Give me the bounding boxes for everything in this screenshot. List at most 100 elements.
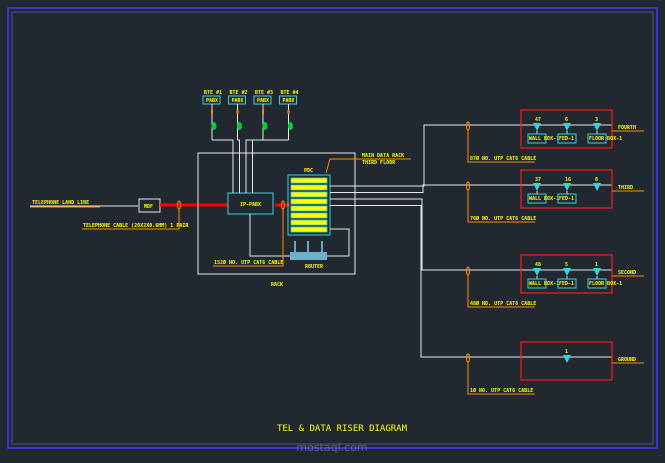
pdc-label: PDC xyxy=(304,168,313,174)
outlet-count: 37 xyxy=(535,177,541,183)
rack-cable-label: 152Ø NO. UTP CAT6 CABLE xyxy=(214,259,283,266)
data-cable xyxy=(330,198,612,271)
patch-panel xyxy=(290,191,328,198)
floor-box-outline xyxy=(520,109,613,149)
router-icon xyxy=(290,252,327,260)
floor-cable-label: 76Ø NO. UTP CAT6 CABLE xyxy=(470,215,536,222)
outlet-icon xyxy=(533,183,541,191)
floor-cable-leader xyxy=(467,362,535,395)
floor-box-outline xyxy=(520,341,613,381)
land-line-label: TELEPHONE LAND LINE xyxy=(32,200,89,206)
outlet-box-label: FLOOR BOX-1 xyxy=(589,281,622,287)
outlet-box-label: WALL BOX-1 xyxy=(529,196,559,202)
floor-cable-leader xyxy=(467,275,535,308)
pabx-node-icon xyxy=(211,122,217,130)
station-label: BTE #2 xyxy=(230,90,248,96)
outlet-icon xyxy=(563,268,571,276)
outlet-box-label: WALL BOX-1 xyxy=(529,136,559,142)
rack-floor-label: THIRD FLOOR xyxy=(362,160,396,166)
station-cable xyxy=(212,139,234,193)
floor-box-outline xyxy=(520,254,613,294)
outlet-icon xyxy=(593,183,601,191)
station-cable xyxy=(252,139,289,193)
outlet-icon xyxy=(563,123,571,131)
outlet-count: 3 xyxy=(595,117,598,123)
pabx-node-icon xyxy=(288,122,293,130)
outlet-box-label: FLOOR BOX-1 xyxy=(589,136,622,142)
rack: RACK IP-PABX PDC ROUTER 152Ø NO. UTP CAT… xyxy=(197,152,411,288)
rack-cable-leader xyxy=(213,209,284,267)
rack-label: RACK xyxy=(271,282,283,288)
pabx-box-label: PABX xyxy=(257,98,269,104)
router-label: ROUTER xyxy=(305,264,324,270)
station-cable xyxy=(237,139,240,193)
floor-cable-leader xyxy=(467,130,535,163)
outlet-box xyxy=(527,133,547,144)
patch-panel xyxy=(290,212,328,219)
pabx-box-label: PABX xyxy=(283,98,295,104)
watermark: mostaql.com xyxy=(296,441,367,454)
data-cable xyxy=(330,205,612,358)
outlet-box xyxy=(527,193,547,204)
pabx-box-label: PABX xyxy=(232,98,244,104)
patch-panel xyxy=(290,177,328,184)
outlet-box xyxy=(527,278,547,289)
outlet-box-label: FED-1 xyxy=(559,281,574,287)
outlet-count: 48 xyxy=(535,262,541,268)
data-cable xyxy=(330,184,612,193)
data-cable xyxy=(330,124,612,187)
patch-panel xyxy=(290,205,328,212)
rack-outline xyxy=(197,152,356,275)
patch-panel xyxy=(290,226,328,233)
diagram-title: TEL & DATA RISER DIAGRAM xyxy=(277,424,408,434)
main-rack-label: MAIN DATA RACK xyxy=(362,153,404,159)
outlet-box-label: FED-1 xyxy=(559,136,574,142)
outlet-count: 47 xyxy=(535,117,541,123)
floor-cable-label: 48Ø NO. UTP CAT6 CABLE xyxy=(470,300,536,307)
floor-label: GROUND xyxy=(618,357,636,363)
pabx-router-link xyxy=(249,214,290,257)
floor-cable-leader xyxy=(467,190,535,223)
floor-ground: 1Ø NO. UTP CAT6 CABLE GROUND 1 xyxy=(330,205,644,395)
pabx-node-icon xyxy=(262,122,268,130)
outlet-icon xyxy=(593,123,601,131)
outlet-box-label: FED-1 xyxy=(559,196,574,202)
ip-pabx-label: IP-PABX xyxy=(240,202,261,208)
outlet-box xyxy=(557,278,577,289)
telephone-cable-leader xyxy=(82,209,180,230)
floor-label: THIRD xyxy=(618,185,633,191)
mdf-label: MDF xyxy=(144,204,153,210)
outlet-icon xyxy=(563,183,571,191)
outlet-icon xyxy=(593,268,601,276)
outlet-icon xyxy=(533,123,541,131)
station-label: BTE #4 xyxy=(281,90,299,96)
outlet-count: 8 xyxy=(595,177,598,183)
drawing-inner-border xyxy=(11,11,654,445)
floor-cable-label: 1Ø NO. UTP CAT6 CABLE xyxy=(470,387,533,394)
main-rack-leader xyxy=(325,158,411,174)
floor-box-outline xyxy=(520,169,613,209)
floor-label: FOURTH xyxy=(618,125,636,131)
patch-panel xyxy=(290,198,328,205)
pabx-box-label: PABX xyxy=(206,98,218,104)
outlet-icon xyxy=(563,355,571,363)
telephone-cable-label: TELEPHONE CABLE (20X2X0.6MM) 1 PAIR xyxy=(83,223,189,229)
pabx-node-icon xyxy=(237,122,242,130)
station-label: BTE #3 xyxy=(255,90,273,96)
outlet-count: 16 xyxy=(565,177,571,183)
outlet-box xyxy=(557,133,577,144)
floor-cable-label: 87Ø NO. UTP CAT6 CABLE xyxy=(470,155,536,162)
outlet-icon xyxy=(533,268,541,276)
outlet-count: 1 xyxy=(595,262,598,268)
drawing-border xyxy=(7,7,658,449)
patch-panel xyxy=(290,184,328,191)
outlet-box xyxy=(557,193,577,204)
pdc-router-link xyxy=(327,228,350,257)
outlet-box xyxy=(587,278,607,289)
